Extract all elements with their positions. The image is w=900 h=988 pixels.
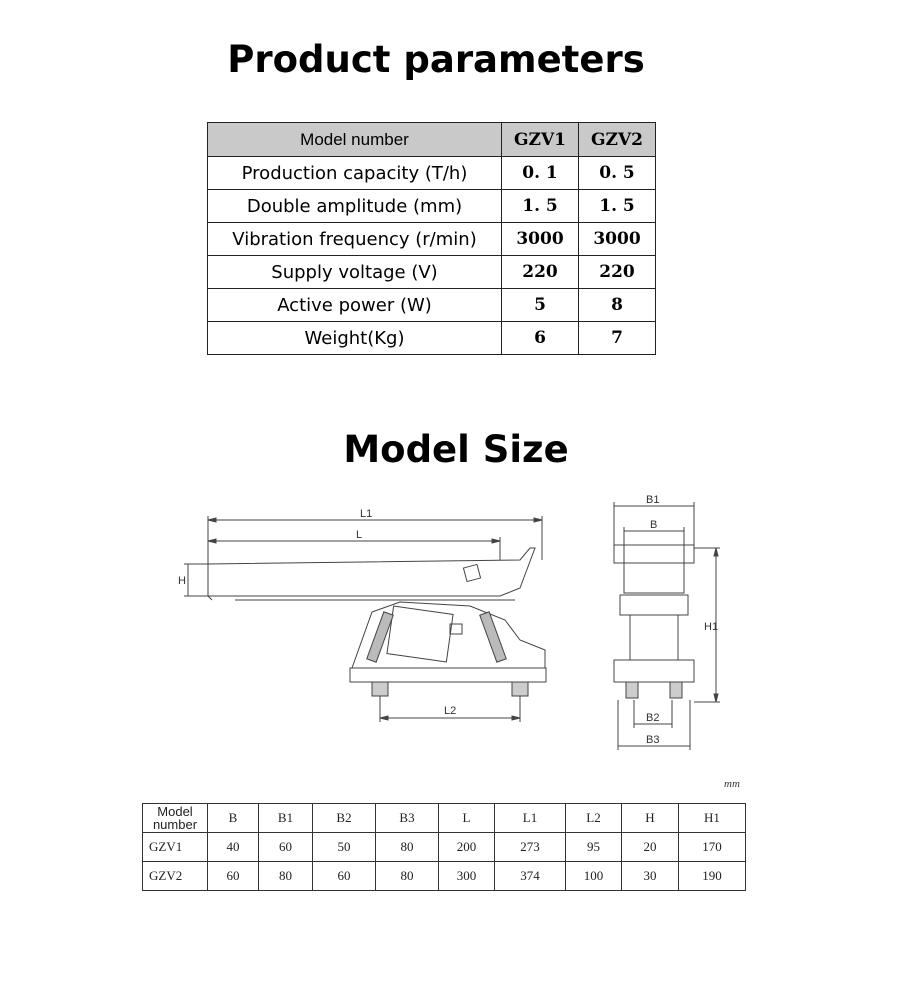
dims-cell: 200 — [438, 832, 495, 862]
param-label: Production capacity (T/h) — [207, 156, 502, 190]
dims-cell: 170 — [678, 832, 746, 862]
dims-header-cell: B1 — [258, 803, 313, 833]
dim-label-l1: L1 — [360, 508, 372, 520]
dims-cell: 60 — [312, 861, 376, 891]
dims-header-cell: B2 — [312, 803, 376, 833]
dims-header-cell: H1 — [678, 803, 746, 833]
product-parameters-table: Model number GZV1 GZV2 Production capaci… — [207, 122, 656, 355]
dim-label-h: H — [178, 575, 186, 587]
dims-header-cell: B3 — [375, 803, 439, 833]
params-header-model: GZV2 — [578, 122, 656, 157]
front-view-drawing — [613, 502, 720, 750]
param-label: Weight(Kg) — [207, 321, 502, 355]
dims-cell: 60 — [258, 832, 313, 862]
dims-cell: 374 — [494, 861, 566, 891]
param-label: Double amplitude (mm) — [207, 189, 502, 223]
dims-header-cell: B — [207, 803, 259, 833]
dim-label-h1: H1 — [704, 621, 718, 633]
dims-cell: 95 — [565, 832, 622, 862]
param-label: Vibration frequency (r/min) — [207, 222, 502, 256]
params-row: Production capacity (T/h) 0. 1 0. 5 — [207, 156, 656, 190]
param-value: 220 — [501, 255, 579, 289]
side-view-drawing — [184, 516, 547, 722]
dims-model-cell: GZV2 — [142, 861, 208, 891]
dims-cell: 190 — [678, 861, 746, 891]
model-size-table: Model number B B1 B2 B3 L L1 L2 H H1 GZV… — [142, 803, 746, 891]
dim-label-l2: L2 — [444, 705, 456, 717]
dims-header-cell: L2 — [565, 803, 622, 833]
params-row: Double amplitude (mm) 1. 5 1. 5 — [207, 189, 656, 223]
dims-cell: 30 — [621, 861, 679, 891]
param-value: 0. 1 — [501, 156, 579, 190]
dims-header-cell: L1 — [494, 803, 566, 833]
dims-header-cell: L — [438, 803, 495, 833]
dims-header-cell: Model number — [142, 803, 208, 833]
dim-label-b2: B2 — [646, 712, 659, 724]
param-value: 3000 — [578, 222, 656, 256]
dims-cell: 100 — [565, 861, 622, 891]
model-size-title: Model Size — [343, 428, 569, 471]
params-header-model: GZV1 — [501, 122, 579, 157]
param-value: 1. 5 — [501, 189, 579, 223]
dims-cell: 80 — [375, 861, 439, 891]
dims-header-row: Model number B B1 B2 B3 L L1 L2 H H1 — [142, 803, 746, 833]
dim-label-b: B — [650, 519, 657, 531]
param-value: 7 — [578, 321, 656, 355]
dims-cell: 50 — [312, 832, 376, 862]
dims-header-cell: H — [621, 803, 679, 833]
param-value: 0. 5 — [578, 156, 656, 190]
param-value: 1. 5 — [578, 189, 656, 223]
dim-label-l: L — [356, 529, 362, 541]
dim-label-b3: B3 — [646, 734, 659, 746]
params-header-label: Model number — [207, 122, 502, 157]
dims-model-cell: GZV1 — [142, 832, 208, 862]
param-label: Supply voltage (V) — [207, 255, 502, 289]
unit-label: mm — [724, 778, 740, 790]
product-parameters-title: Product parameters — [227, 38, 645, 81]
dims-row: GZV2 60 80 60 80 300 374 100 30 190 — [142, 861, 746, 891]
params-row: Weight(Kg) 6 7 — [207, 321, 656, 355]
dims-cell: 80 — [375, 832, 439, 862]
params-row: Supply voltage (V) 220 220 — [207, 255, 656, 289]
param-value: 220 — [578, 255, 656, 289]
dims-cell: 300 — [438, 861, 495, 891]
dims-cell: 80 — [258, 861, 313, 891]
params-header-row: Model number GZV1 GZV2 — [207, 122, 656, 157]
dims-row: GZV1 40 60 50 80 200 273 95 20 170 — [142, 832, 746, 862]
params-row: Vibration frequency (r/min) 3000 3000 — [207, 222, 656, 256]
dims-cell: 40 — [207, 832, 259, 862]
param-value: 6 — [501, 321, 579, 355]
dims-cell: 273 — [494, 832, 566, 862]
dims-header-text: Model number — [152, 804, 198, 832]
dims-cell: 60 — [207, 861, 259, 891]
dims-cell: 20 — [621, 832, 679, 862]
dim-label-b1: B1 — [646, 494, 659, 506]
